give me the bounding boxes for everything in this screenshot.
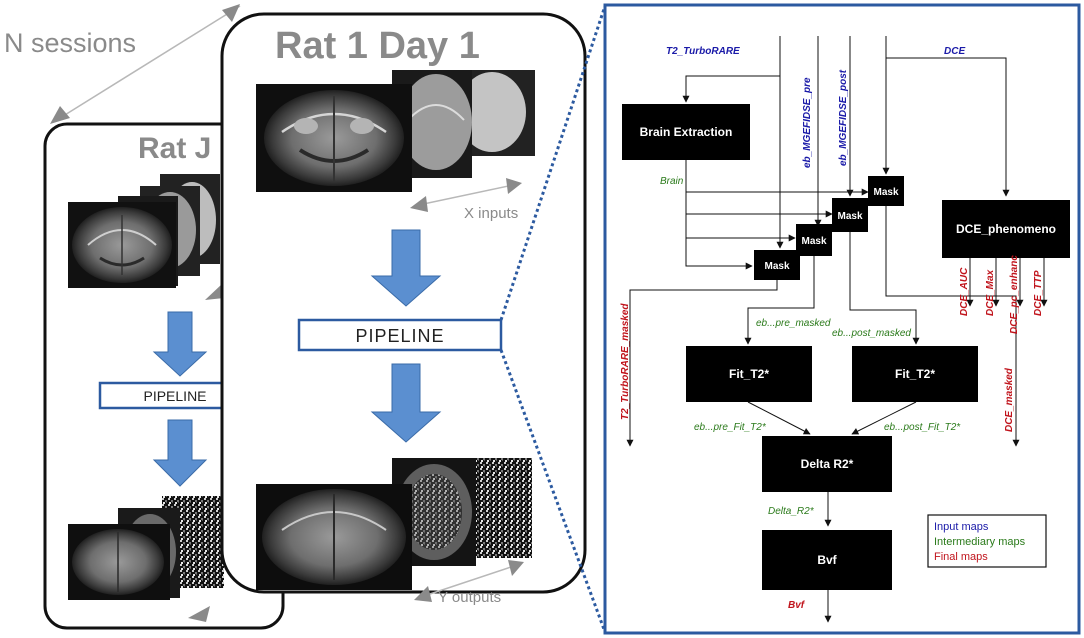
node-mask-3-label: Mask xyxy=(837,211,862,222)
n-sessions-label: N sessions xyxy=(4,28,136,58)
zoom-line-bottom xyxy=(499,349,607,633)
rat1-down-arrow-2 xyxy=(370,363,442,443)
node-dce-phenomeno xyxy=(942,200,1070,258)
rat1-pipeline-label: PIPELINE xyxy=(355,326,444,346)
node-mask-1-label: Mask xyxy=(764,261,789,272)
flow-connectors xyxy=(626,36,1048,623)
node-mask-4 xyxy=(868,176,904,206)
rat-j-input-images xyxy=(68,174,220,288)
node-delta-r2 xyxy=(762,436,892,492)
n-sessions-arrowhead-bottom xyxy=(50,106,70,124)
rat1-down-arrow-1 xyxy=(370,229,442,307)
rat-j-title: Rat J xyxy=(138,132,211,165)
node-fit-t2-post-label: Fit_T2* xyxy=(895,367,935,381)
node-bvf-label: Bvf xyxy=(817,553,837,567)
final-dce-masked-label: DCE_masked xyxy=(1004,367,1015,432)
final-dce-pc-enhanc-label: DCE_pc_enhanc xyxy=(1009,255,1020,334)
node-mask-1 xyxy=(754,250,800,280)
rat1-title: Rat 1 Day 1 xyxy=(275,25,480,67)
node-brain-extraction-label: Brain Extraction xyxy=(640,125,733,139)
node-fit-t2-post xyxy=(852,346,978,402)
node-fit-t2-pre xyxy=(686,346,812,402)
rat-j-output-arrow-stub xyxy=(188,606,210,622)
mid-pre-masked-label: eb...pre_masked xyxy=(756,318,831,329)
mid-pre-fit-label: eb...pre_Fit_T2* xyxy=(694,422,767,433)
final-dce-ttp-label: DCE_TTP xyxy=(1033,270,1044,316)
node-mask-2-label: Mask xyxy=(801,236,826,247)
final-t2-masked-label: T2_TurboRARE_masked xyxy=(620,303,631,420)
y-outputs-label: Y outputs xyxy=(438,589,501,606)
rat-j-down-arrow-1 xyxy=(152,311,208,377)
rat1-output-images xyxy=(256,458,532,590)
legend-box xyxy=(927,514,1047,568)
x-inputs-arrowhead-left xyxy=(410,196,428,212)
rat-j-pipeline-label: PIPELINE xyxy=(143,388,206,404)
final-dce-auc-label: DCE_AUC xyxy=(959,267,970,316)
y-outputs-arrowhead-right xyxy=(508,560,524,576)
node-mask-2 xyxy=(796,224,832,256)
rat-j-down-arrow-2 xyxy=(152,419,208,487)
y-outputs-arrowhead-left xyxy=(414,586,432,602)
input-t2-label: T2_TurboRARE xyxy=(666,46,740,57)
legend-intermediate: Intermediary maps xyxy=(934,536,1026,548)
input-pre-label: eb_MGEFIDSE_pre xyxy=(802,77,813,168)
x-inputs-arrowhead-right xyxy=(506,178,522,194)
zoom-line-top xyxy=(499,5,607,321)
mid-post-masked-label: eb...post_masked xyxy=(832,328,911,339)
n-sessions-arrowhead-top xyxy=(222,4,240,22)
node-mask-4-label: Mask xyxy=(873,187,898,198)
node-bvf xyxy=(762,530,892,590)
mid-brain-label: Brain xyxy=(660,176,684,187)
legend-final: Final maps xyxy=(934,551,988,563)
x-inputs-line xyxy=(413,183,519,207)
mid-delta-r2-label: Delta_R2* xyxy=(768,506,815,517)
mid-post-fit-label: eb...post_Fit_T2* xyxy=(884,422,961,433)
node-brain-extraction xyxy=(622,104,750,160)
n-sessions-line xyxy=(59,5,241,119)
final-dce-max-label: DCE_Max xyxy=(985,269,996,316)
node-delta-r2-label: Delta R2* xyxy=(801,457,854,471)
node-dce-phenomeno-label: DCE_phenomeno xyxy=(956,222,1056,236)
rat-j-pipeline-box xyxy=(98,381,232,410)
final-bvf-label: Bvf xyxy=(788,600,806,611)
legend-input: Input maps xyxy=(934,521,989,533)
rat1-input-images xyxy=(256,70,535,192)
input-dce-label: DCE xyxy=(944,46,965,57)
rat-j-output-images xyxy=(68,496,224,600)
node-mask-3 xyxy=(832,198,868,232)
x-inputs-label: X inputs xyxy=(464,205,518,222)
y-outputs-line xyxy=(417,563,521,599)
node-fit-t2-pre-label: Fit_T2* xyxy=(729,367,769,381)
input-post-label: eb_MGEFIDSE_post xyxy=(838,69,849,166)
rat-j-arrow-stub xyxy=(205,284,224,300)
rat1-pipeline-box xyxy=(297,318,503,352)
